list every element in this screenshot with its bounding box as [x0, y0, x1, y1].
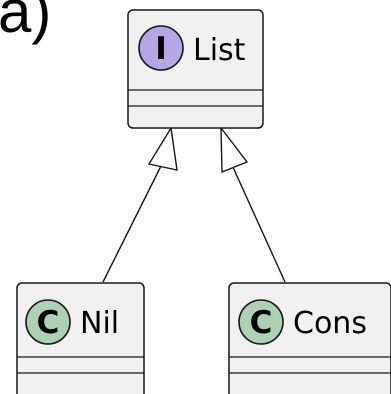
class-name: Nil [80, 306, 119, 341]
edge-cons-to-list [220, 125, 286, 283]
class-box-nil[interactable]: C Nil [16, 282, 145, 394]
class-box-cons[interactable]: C Cons [228, 282, 391, 394]
realization-arrowhead-icon [147, 125, 178, 171]
class-box-list[interactable]: I List [127, 9, 264, 129]
edge-nil-to-list [102, 125, 178, 283]
stereotype-letter: C [37, 305, 60, 341]
class-name: Cons [293, 306, 367, 341]
class-stereotype-icon [25, 299, 71, 345]
class-stereotype-icon [238, 299, 284, 345]
interface-stereotype-icon [138, 25, 184, 71]
class-name: List [193, 33, 246, 68]
panel-label: a) [0, 0, 52, 45]
realization-arrowhead-icon [220, 125, 249, 174]
stereotype-letter: I [155, 31, 167, 67]
stereotype-letter: C [250, 305, 273, 341]
